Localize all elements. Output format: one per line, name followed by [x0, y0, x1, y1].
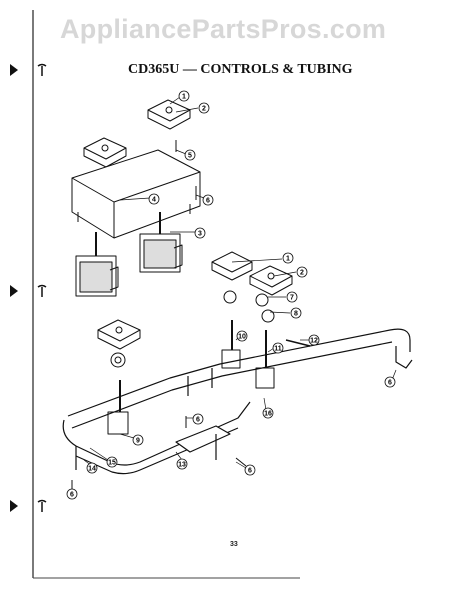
callout-circle	[290, 307, 302, 319]
switch-housing	[71, 149, 201, 239]
callout-1: 1	[282, 252, 294, 264]
callout-circle	[272, 342, 284, 354]
callout-number: 6	[196, 417, 200, 424]
callout-circle	[132, 434, 144, 446]
callout-circle	[286, 291, 298, 303]
callout-circle	[66, 488, 78, 500]
callout-circle	[86, 462, 98, 474]
callout-circle	[106, 456, 118, 468]
callout-number: 1	[286, 256, 290, 263]
gas-valves	[107, 320, 275, 435]
callout-number: 3	[198, 231, 202, 238]
page-number: 33	[230, 541, 238, 548]
callout-number: 9	[136, 438, 140, 445]
callout-6: 6	[244, 464, 256, 476]
callout-number: 12	[310, 338, 318, 345]
callout-6: 6	[384, 376, 396, 388]
callout-number: 6	[248, 468, 252, 475]
callout-16: 16	[262, 407, 274, 419]
middle-switch-plate-b	[249, 265, 293, 296]
callout-6: 6	[192, 413, 204, 425]
callout-number: 5	[188, 153, 192, 160]
callout-circle	[384, 376, 396, 388]
callout-11: 11	[272, 342, 284, 354]
callout-number: 10	[238, 334, 246, 341]
callout-circle	[198, 102, 210, 114]
callout-circle	[184, 149, 196, 161]
left-switch-plate-lower	[97, 319, 141, 350]
callout-circle	[148, 193, 160, 205]
callout-number: 4	[152, 197, 156, 204]
callout-number: 14	[88, 466, 96, 473]
callout-2: 2	[296, 266, 308, 278]
callout-number: 13	[178, 462, 186, 469]
callout-8: 8	[290, 307, 302, 319]
infinite-switch-left	[75, 232, 119, 297]
callout-circle	[178, 90, 190, 102]
callout-1: 1	[178, 90, 190, 102]
upper-switch-plate	[147, 99, 191, 130]
infinite-switch-right	[139, 212, 183, 273]
callout-circle	[296, 266, 308, 278]
callout-12: 12	[308, 334, 320, 346]
callout-number: 2	[300, 270, 304, 277]
callout-circle	[262, 407, 274, 419]
callout-circle	[282, 252, 294, 264]
valve-knobs	[110, 290, 275, 368]
callout-circle	[192, 413, 204, 425]
callout-6: 6	[66, 488, 78, 500]
middle-switch-plate-a	[211, 251, 253, 281]
callout-number: 6	[206, 198, 210, 205]
callout-14: 14	[86, 462, 98, 474]
callout-circle	[308, 334, 320, 346]
callout-9: 9	[132, 434, 144, 446]
watermark: AppliancePartsPros.com	[60, 14, 387, 44]
callout-number: 6	[388, 380, 392, 387]
callout-13: 13	[176, 458, 188, 470]
binder-hole-marks	[10, 63, 47, 512]
callout-number: 6	[70, 492, 74, 499]
callout-4: 4	[148, 193, 160, 205]
callout-circle	[236, 330, 248, 342]
callout-number: 11	[274, 346, 282, 353]
callout-circle	[194, 227, 206, 239]
callout-6: 6	[202, 194, 214, 206]
callout-5: 5	[184, 149, 196, 161]
callout-number: 8	[294, 311, 298, 318]
callout-number: 7	[290, 295, 294, 302]
callout-circle	[244, 464, 256, 476]
callout-15: 15	[106, 456, 118, 468]
page-title: CD365U — CONTROLS & TUBING	[128, 62, 353, 77]
callout-circle	[202, 194, 214, 206]
callout-number: 15	[108, 460, 116, 467]
callout-circle	[176, 458, 188, 470]
callout-7: 7	[286, 291, 298, 303]
callout-number: 1	[182, 94, 186, 101]
callout-2: 2	[198, 102, 210, 114]
callout-number: 16	[264, 411, 272, 418]
callout-number: 2	[202, 106, 206, 113]
callout-10: 10	[236, 330, 248, 342]
callout-3: 3	[194, 227, 206, 239]
